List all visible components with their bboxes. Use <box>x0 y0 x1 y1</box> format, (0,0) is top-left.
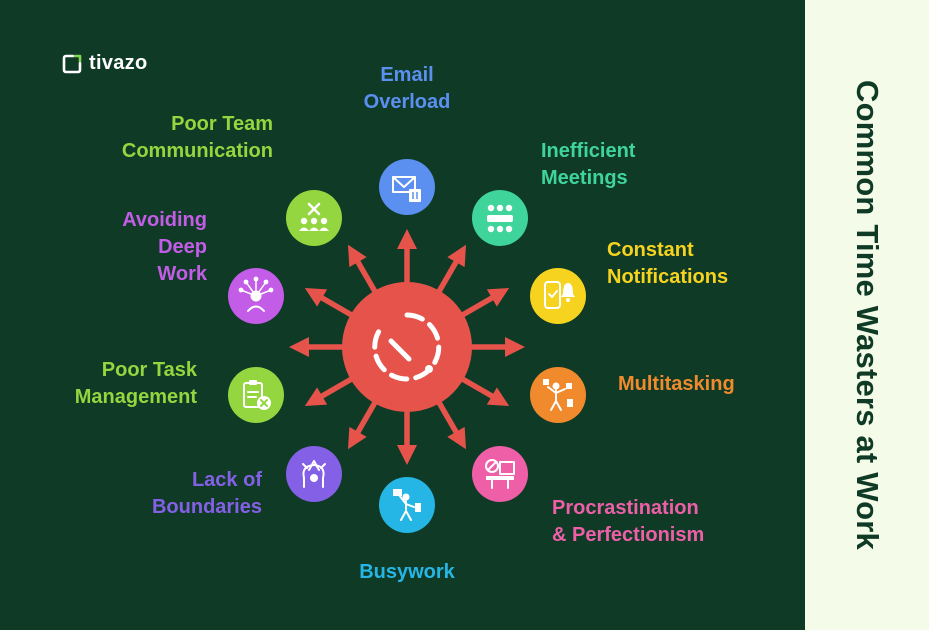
time-waster-node <box>228 367 284 423</box>
time-waster-label: Poor Team Communication <box>121 113 273 162</box>
juggling-person-icon <box>543 379 573 411</box>
time-waster-node <box>286 446 342 502</box>
time-waster-label: Avoiding Deep Work <box>122 209 207 285</box>
time-waster-node <box>530 268 586 324</box>
stressed-head-icon <box>302 460 326 488</box>
time-waster-node <box>379 159 435 215</box>
time-waster-label: Busywork <box>359 561 455 583</box>
team-conflict-icon <box>299 202 329 231</box>
time-waster-node <box>472 190 528 246</box>
time-waster-node <box>286 190 342 246</box>
time-waster-label: Email Overload <box>363 64 451 113</box>
time-waster-node <box>379 477 435 533</box>
title-sidebar: Common Time Wasters at Work <box>805 0 929 630</box>
clipboard-x-icon <box>243 380 271 410</box>
busy-person-icon <box>393 489 421 521</box>
meeting-table-icon <box>487 204 513 233</box>
brand-mark-icon <box>62 54 82 73</box>
time-waster-label: Multitasking <box>618 373 735 395</box>
time-waster-label: Inefficient Meetings <box>541 140 636 189</box>
clock-icon <box>342 282 472 412</box>
brand-name: tivazo <box>89 52 148 74</box>
time-waster-node <box>472 446 528 502</box>
time-waster-label: Poor Task Management <box>74 359 197 408</box>
brand-logo: tivazo <box>62 52 147 75</box>
radial-diagram <box>228 159 586 533</box>
time-waster-node <box>530 367 586 423</box>
time-waster-label: Procrastination & Perfectionism <box>552 497 705 546</box>
blocked-laptop-icon <box>485 459 515 489</box>
time-waster-label: Lack of Boundaries <box>151 469 262 518</box>
distracted-mind-icon <box>238 276 274 312</box>
phone-bell-icon <box>544 281 575 309</box>
email-delete-icon <box>392 176 421 202</box>
time-waster-label: Constant Notifications <box>607 239 729 288</box>
page-title: Common Time Wasters at Work <box>850 80 885 550</box>
time-waster-node <box>228 268 284 324</box>
